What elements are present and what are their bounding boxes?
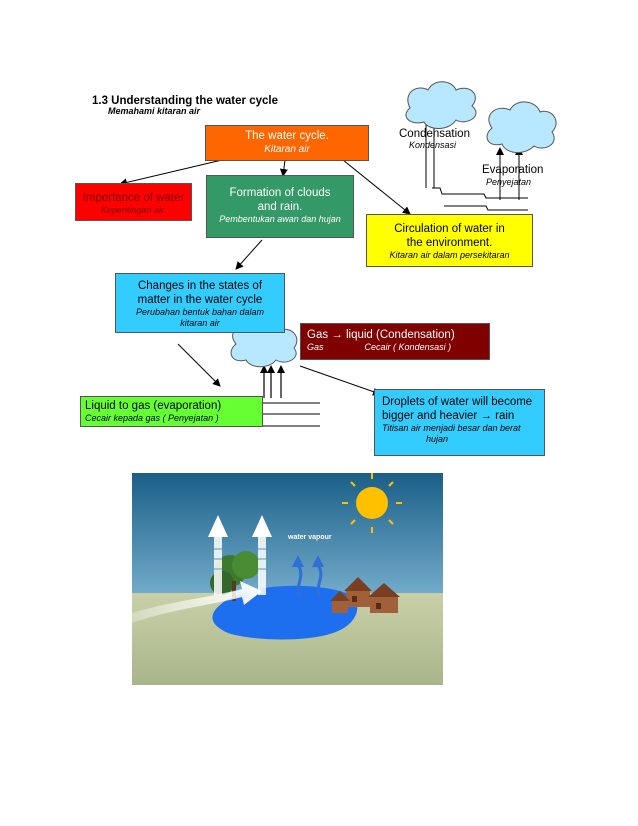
node-droplets: Droplets of water will become bigger and… — [374, 389, 545, 456]
node-circulation-ms: Kitaran air dalam persekitaran — [389, 250, 510, 260]
node-water-cycle: The water cycle. Kitaran air — [205, 125, 369, 161]
node-circulation-en1: Circulation of water in — [394, 223, 505, 235]
houses-icon — [330, 577, 400, 613]
node-importance-ms: Kepentingan air. — [100, 205, 167, 215]
node-gas-liquid-en: Gas → liquid (Condensation) — [307, 329, 455, 341]
arrow-to-circulation — [342, 159, 411, 215]
node-importance: Importance of water Kepentingan air. — [75, 183, 192, 221]
page-subtitle: Memahami kitaran air — [108, 106, 201, 116]
arrow-to-importance — [119, 159, 223, 187]
node-formation-ms: Pembentukan awan dan hujan — [219, 214, 341, 224]
vapour-arrows-icon — [292, 555, 324, 598]
node-water-cycle-ms: Kitaran air — [264, 144, 310, 155]
node-water-cycle-en: The water cycle. — [245, 130, 329, 142]
arrow-to-formation — [279, 159, 288, 177]
evaporation-label: Evaporation — [482, 164, 544, 176]
node-droplets-ms1: Titisan air menjadi besar dan berat — [382, 423, 521, 433]
cloud-evaporation-icon — [486, 101, 557, 153]
node-formation-en1: Formation of clouds — [229, 187, 331, 199]
penyejatan-label: Penyejatan — [486, 177, 532, 187]
node-circulation-en2: the environment. — [406, 237, 493, 249]
node-changes-ms1: Perubahan bentuk bahan dalam — [135, 307, 265, 317]
node-changes-en2: matter in the water cycle — [137, 294, 263, 306]
cloud-condensation-icon — [405, 81, 477, 129]
node-liquid-gas-en: Liquid to gas (evaporation) — [85, 400, 222, 412]
water-lines-large — [432, 187, 528, 211]
condensation-label: Condensation — [399, 128, 470, 140]
node-droplets-en1: Droplets of water will become — [382, 396, 533, 408]
node-changes-en1: Changes in the states of — [137, 280, 263, 292]
water-vapour-label: water vapour — [287, 534, 332, 541]
node-liquid-gas: Liquid to gas (evaporation) Cecair kepad… — [80, 396, 263, 427]
node-gas-liquid: Gas → liquid (Condensation) Gas Cecair (… — [300, 323, 490, 360]
node-droplets-en2: bigger and heavier → rain — [382, 410, 515, 422]
node-circulation: Circulation of water in the environment.… — [366, 214, 533, 267]
node-droplets-ms2: hujan — [426, 434, 449, 444]
evaporation-arrows-icon — [208, 515, 272, 595]
node-formation: Formation of clouds and rain. Pembentuka… — [206, 175, 354, 238]
node-importance-en: Importance of water — [82, 192, 185, 204]
node-gas-liquid-ms-a: Gas — [307, 342, 324, 352]
arrow-to-liquid-gas — [177, 343, 221, 387]
node-gas-liquid-ms-b: Cecair ( Kondensasi ) — [364, 342, 452, 352]
node-formation-en2: and rain. — [257, 201, 303, 213]
page-title: 1.3 Understanding the water cycle — [92, 95, 278, 107]
arrow-to-droplets — [299, 365, 381, 396]
node-changes-ms2: kitaran air — [180, 318, 220, 328]
node-changes: Changes in the states of matter in the w… — [115, 273, 285, 333]
wind-arrow-icon — [132, 581, 262, 623]
sun-icon — [342, 473, 402, 533]
node-liquid-gas-ms: Cecair kepada gas ( Penyejatan ) — [85, 413, 219, 423]
kondensasi-label: Kondensasi — [409, 140, 457, 150]
arrow-to-changes — [235, 239, 263, 270]
water-cycle-illustration: water vapour — [132, 473, 443, 685]
